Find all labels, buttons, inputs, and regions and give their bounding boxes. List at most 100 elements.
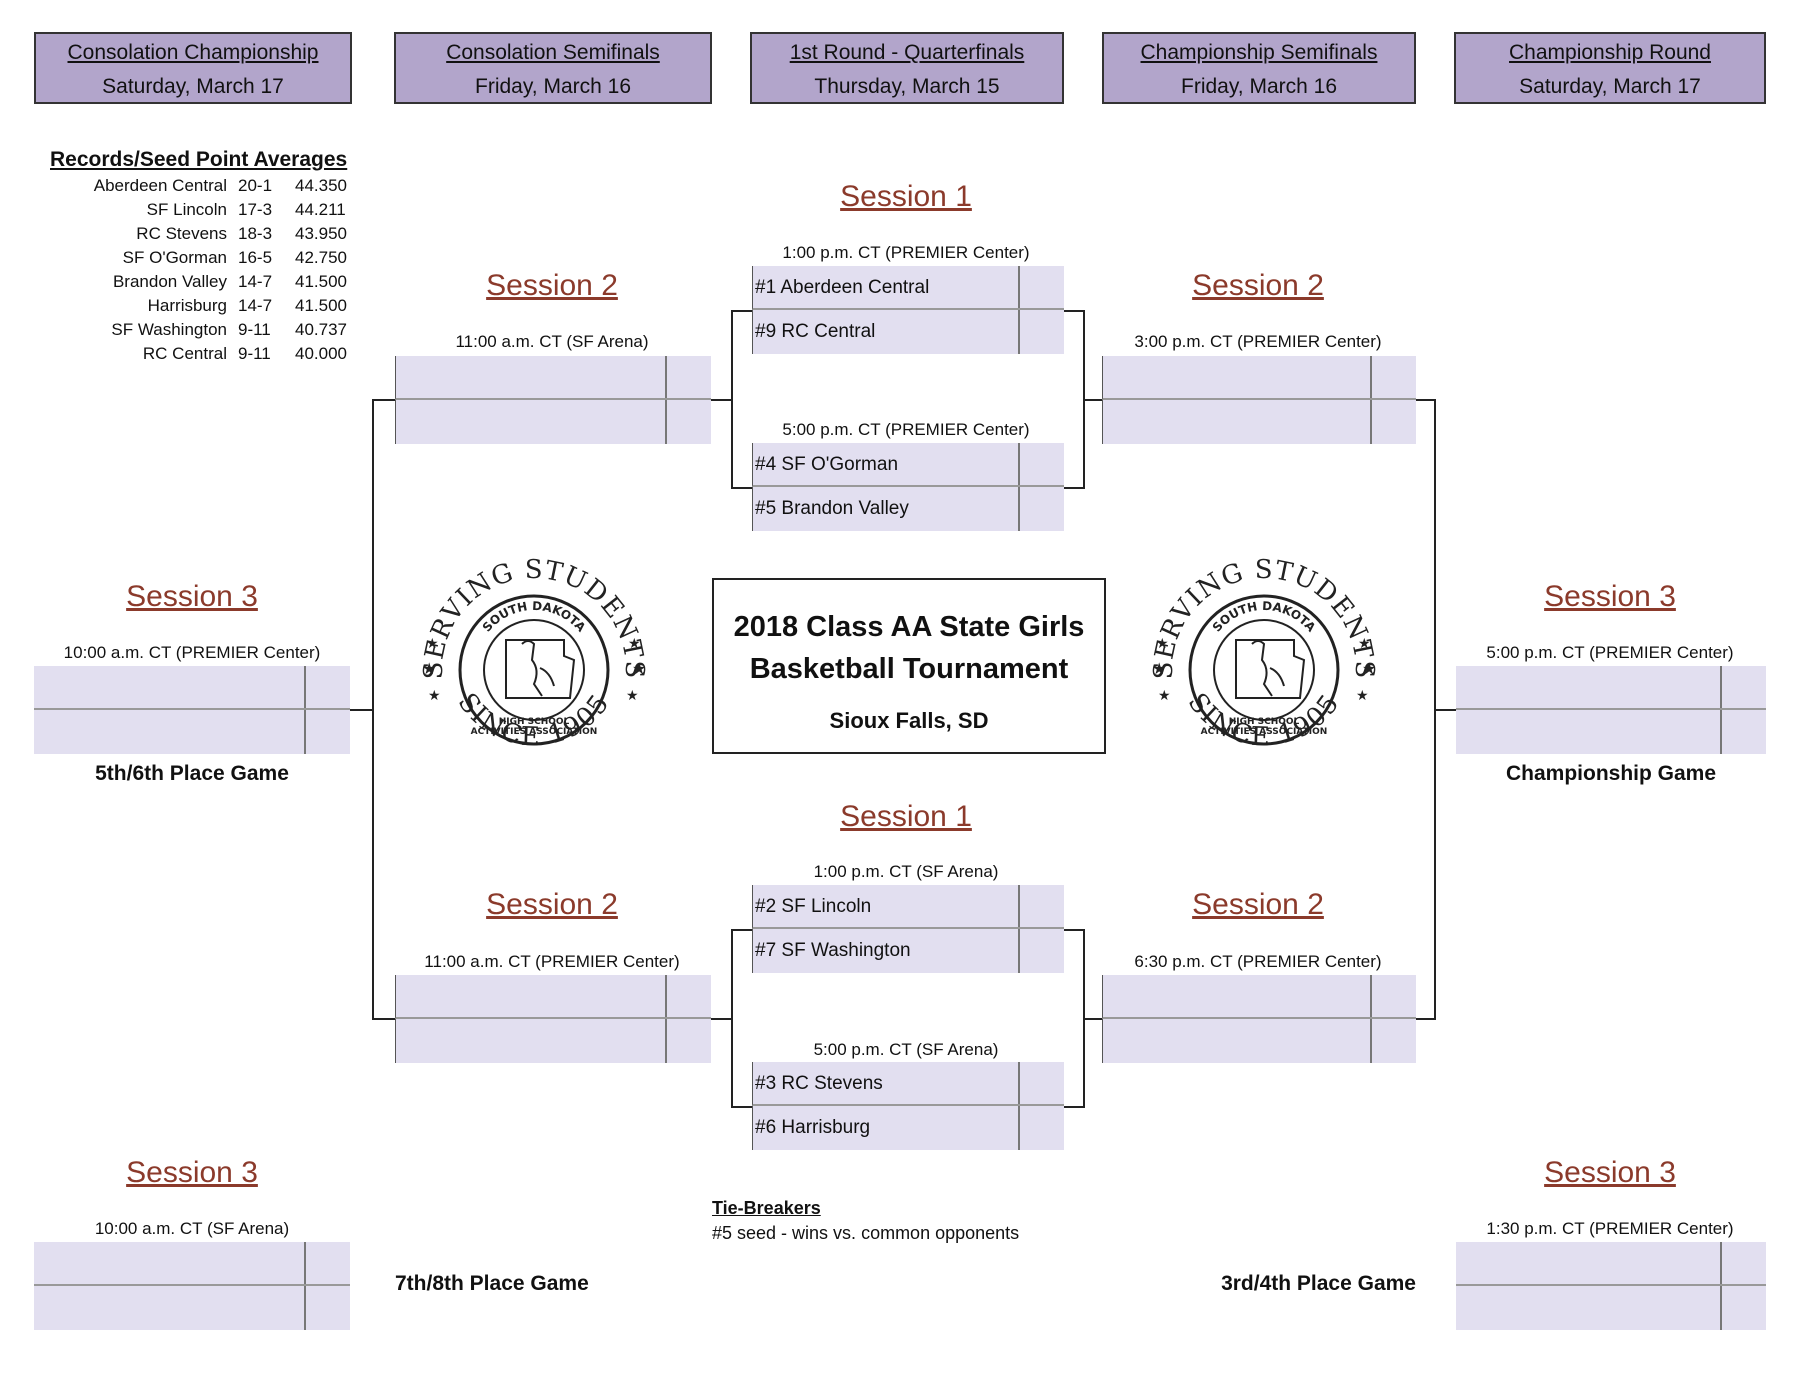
bracket-slot-qf2b[interactable]: #5 Brandon Valley (752, 487, 1064, 531)
score-box[interactable] (1720, 666, 1766, 708)
bracket-line (372, 1018, 395, 1020)
header-championship-round: Championship Round Saturday, March 17 (1454, 32, 1766, 104)
bracket-slot-qf4b[interactable]: #6 Harrisburg (752, 1106, 1064, 1150)
score-box[interactable] (665, 400, 711, 444)
bracket-slot-sf1b[interactable] (1102, 400, 1416, 444)
bracket-line (731, 1106, 752, 1108)
header-date: Friday, March 16 (1181, 75, 1337, 98)
bracket-line (1064, 929, 1085, 931)
bracket-slot-cs1b[interactable] (395, 400, 711, 444)
svg-text:ACTIVITIES ASSOCIATION: ACTIVITIES ASSOCIATION (1201, 727, 1328, 737)
team-record: 9-11 (238, 344, 271, 363)
team-average: 41.500 (295, 296, 347, 315)
time-78: 10:00 a.m. CT (SF Arena) (94, 1219, 290, 1238)
score-box[interactable] (665, 1019, 711, 1063)
score-box[interactable] (304, 710, 350, 754)
bracket-slot-cs2a[interactable] (395, 975, 711, 1019)
score-box[interactable] (1720, 1242, 1766, 1284)
time-qf1: 1:00 p.m. CT (PREMIER Center) (782, 243, 1030, 262)
team-name: #4 SF O'Gorman (755, 454, 899, 475)
header-date: Thursday, March 15 (814, 75, 1000, 98)
bracket-slot-78-b[interactable] (34, 1286, 350, 1330)
bracket-slot-qf1b[interactable]: #9 RC Central (752, 310, 1064, 354)
header-title: Championship Semifinals (1140, 41, 1378, 64)
score-box[interactable] (304, 1286, 350, 1330)
team-name: Harrisburg (147, 296, 227, 315)
bracket-slot-sf1a[interactable] (1102, 356, 1416, 400)
score-box[interactable] (1370, 400, 1416, 444)
score-box[interactable] (304, 666, 350, 708)
team-record: 14-7 (238, 296, 273, 315)
team-record: 14-7 (238, 272, 273, 291)
bracket-slot-cc-b[interactable] (34, 710, 350, 754)
score-box[interactable] (1018, 310, 1064, 354)
time-champ: 5:00 p.m. CT (PREMIER Center) (1486, 643, 1734, 662)
bracket-slot-cc-a[interactable] (34, 666, 350, 710)
score-box[interactable] (1018, 1106, 1064, 1150)
score-box[interactable] (1370, 975, 1416, 1017)
team-name: SF O'Gorman (122, 248, 227, 267)
svg-text:ACTIVITIES ASSOCIATION: ACTIVITIES ASSOCIATION (471, 727, 598, 737)
bracket-slot-champ-b[interactable] (1456, 710, 1766, 754)
team-average: 43.950 (295, 224, 347, 243)
session-label-champ: Session 3 (1544, 580, 1676, 613)
team-name: SF Lincoln (146, 200, 227, 219)
team-name: #1 Aberdeen Central (755, 277, 930, 298)
bracket-slot-sf2a[interactable] (1102, 975, 1416, 1019)
score-box[interactable] (1018, 929, 1064, 973)
svg-text:★: ★ (1358, 635, 1371, 651)
bracket-slot-sf2b[interactable] (1102, 1019, 1416, 1063)
tournament-title-line1: 2018 Class AA State Girls (733, 611, 1085, 643)
score-box[interactable] (1018, 266, 1064, 308)
score-box[interactable] (304, 1242, 350, 1284)
bracket-slot-qf4a[interactable]: #3 RC Stevens (752, 1062, 1064, 1106)
tournament-location: Sioux Falls, SD (829, 708, 989, 733)
header-date: Saturday, March 17 (1519, 75, 1701, 98)
header-championship-semifinals: Championship Semifinals Friday, March 16 (1102, 32, 1416, 104)
header-date: Saturday, March 17 (102, 75, 284, 98)
score-box[interactable] (665, 975, 711, 1017)
header-title: Consolation Championship (67, 41, 319, 64)
score-box[interactable] (1370, 1019, 1416, 1063)
svg-text:SERVING STUDENTS: SERVING STUDENTS (1149, 555, 1379, 679)
bracket-slot-cs2b[interactable] (395, 1019, 711, 1063)
score-box[interactable] (1018, 443, 1064, 485)
score-box[interactable] (1018, 487, 1064, 531)
svg-text:★: ★ (422, 661, 436, 678)
svg-text:SOUTH DAKOTA: SOUTH DAKOTA (1210, 599, 1319, 635)
team-average: 41.500 (295, 272, 347, 291)
time-qf4: 5:00 p.m. CT (SF Arena) (813, 1040, 999, 1059)
bracket-slot-78-a[interactable] (34, 1242, 350, 1286)
score-box[interactable] (1720, 710, 1766, 754)
team-name: RC Central (142, 344, 227, 363)
score-box[interactable] (1720, 1286, 1766, 1330)
time-cs1: 11:00 a.m. CT (SF Arena) (455, 332, 649, 351)
score-box[interactable] (1018, 1062, 1064, 1104)
bracket-line (1434, 709, 1456, 711)
bracket-slot-34-b[interactable] (1456, 1286, 1766, 1330)
score-box[interactable] (665, 356, 711, 398)
bracket-slot-cs1a[interactable] (395, 356, 711, 400)
bracket-slot-qf3a[interactable]: #2 SF Lincoln (752, 885, 1064, 929)
bracket-slot-34-a[interactable] (1456, 1242, 1766, 1286)
bracket-slot-qf2a[interactable]: #4 SF O'Gorman (752, 443, 1064, 487)
session-label-sf-top: Session 2 (1192, 269, 1324, 302)
tournament-title: 2018 Class AA State Girls Basketball Tou… (714, 606, 1104, 690)
team-record: 9-11 (238, 320, 271, 339)
bracket-slot-qf3b[interactable]: #7 SF Washington (752, 929, 1064, 973)
bracket-slot-qf1a[interactable]: #1 Aberdeen Central (752, 266, 1064, 310)
team-record: 16-5 (238, 248, 273, 267)
score-box[interactable] (1370, 356, 1416, 398)
team-average: 44.211 (295, 200, 346, 219)
bracket-line (731, 310, 752, 312)
bracket-line (1416, 1018, 1436, 1020)
bracket-slot-champ-a[interactable] (1456, 666, 1766, 710)
bracket-line (711, 399, 733, 401)
tie-breakers: Tie-Breakers #5 seed - wins vs. common o… (712, 1198, 1019, 1244)
score-box[interactable] (1018, 885, 1064, 927)
team-name: #5 Brandon Valley (755, 498, 909, 519)
